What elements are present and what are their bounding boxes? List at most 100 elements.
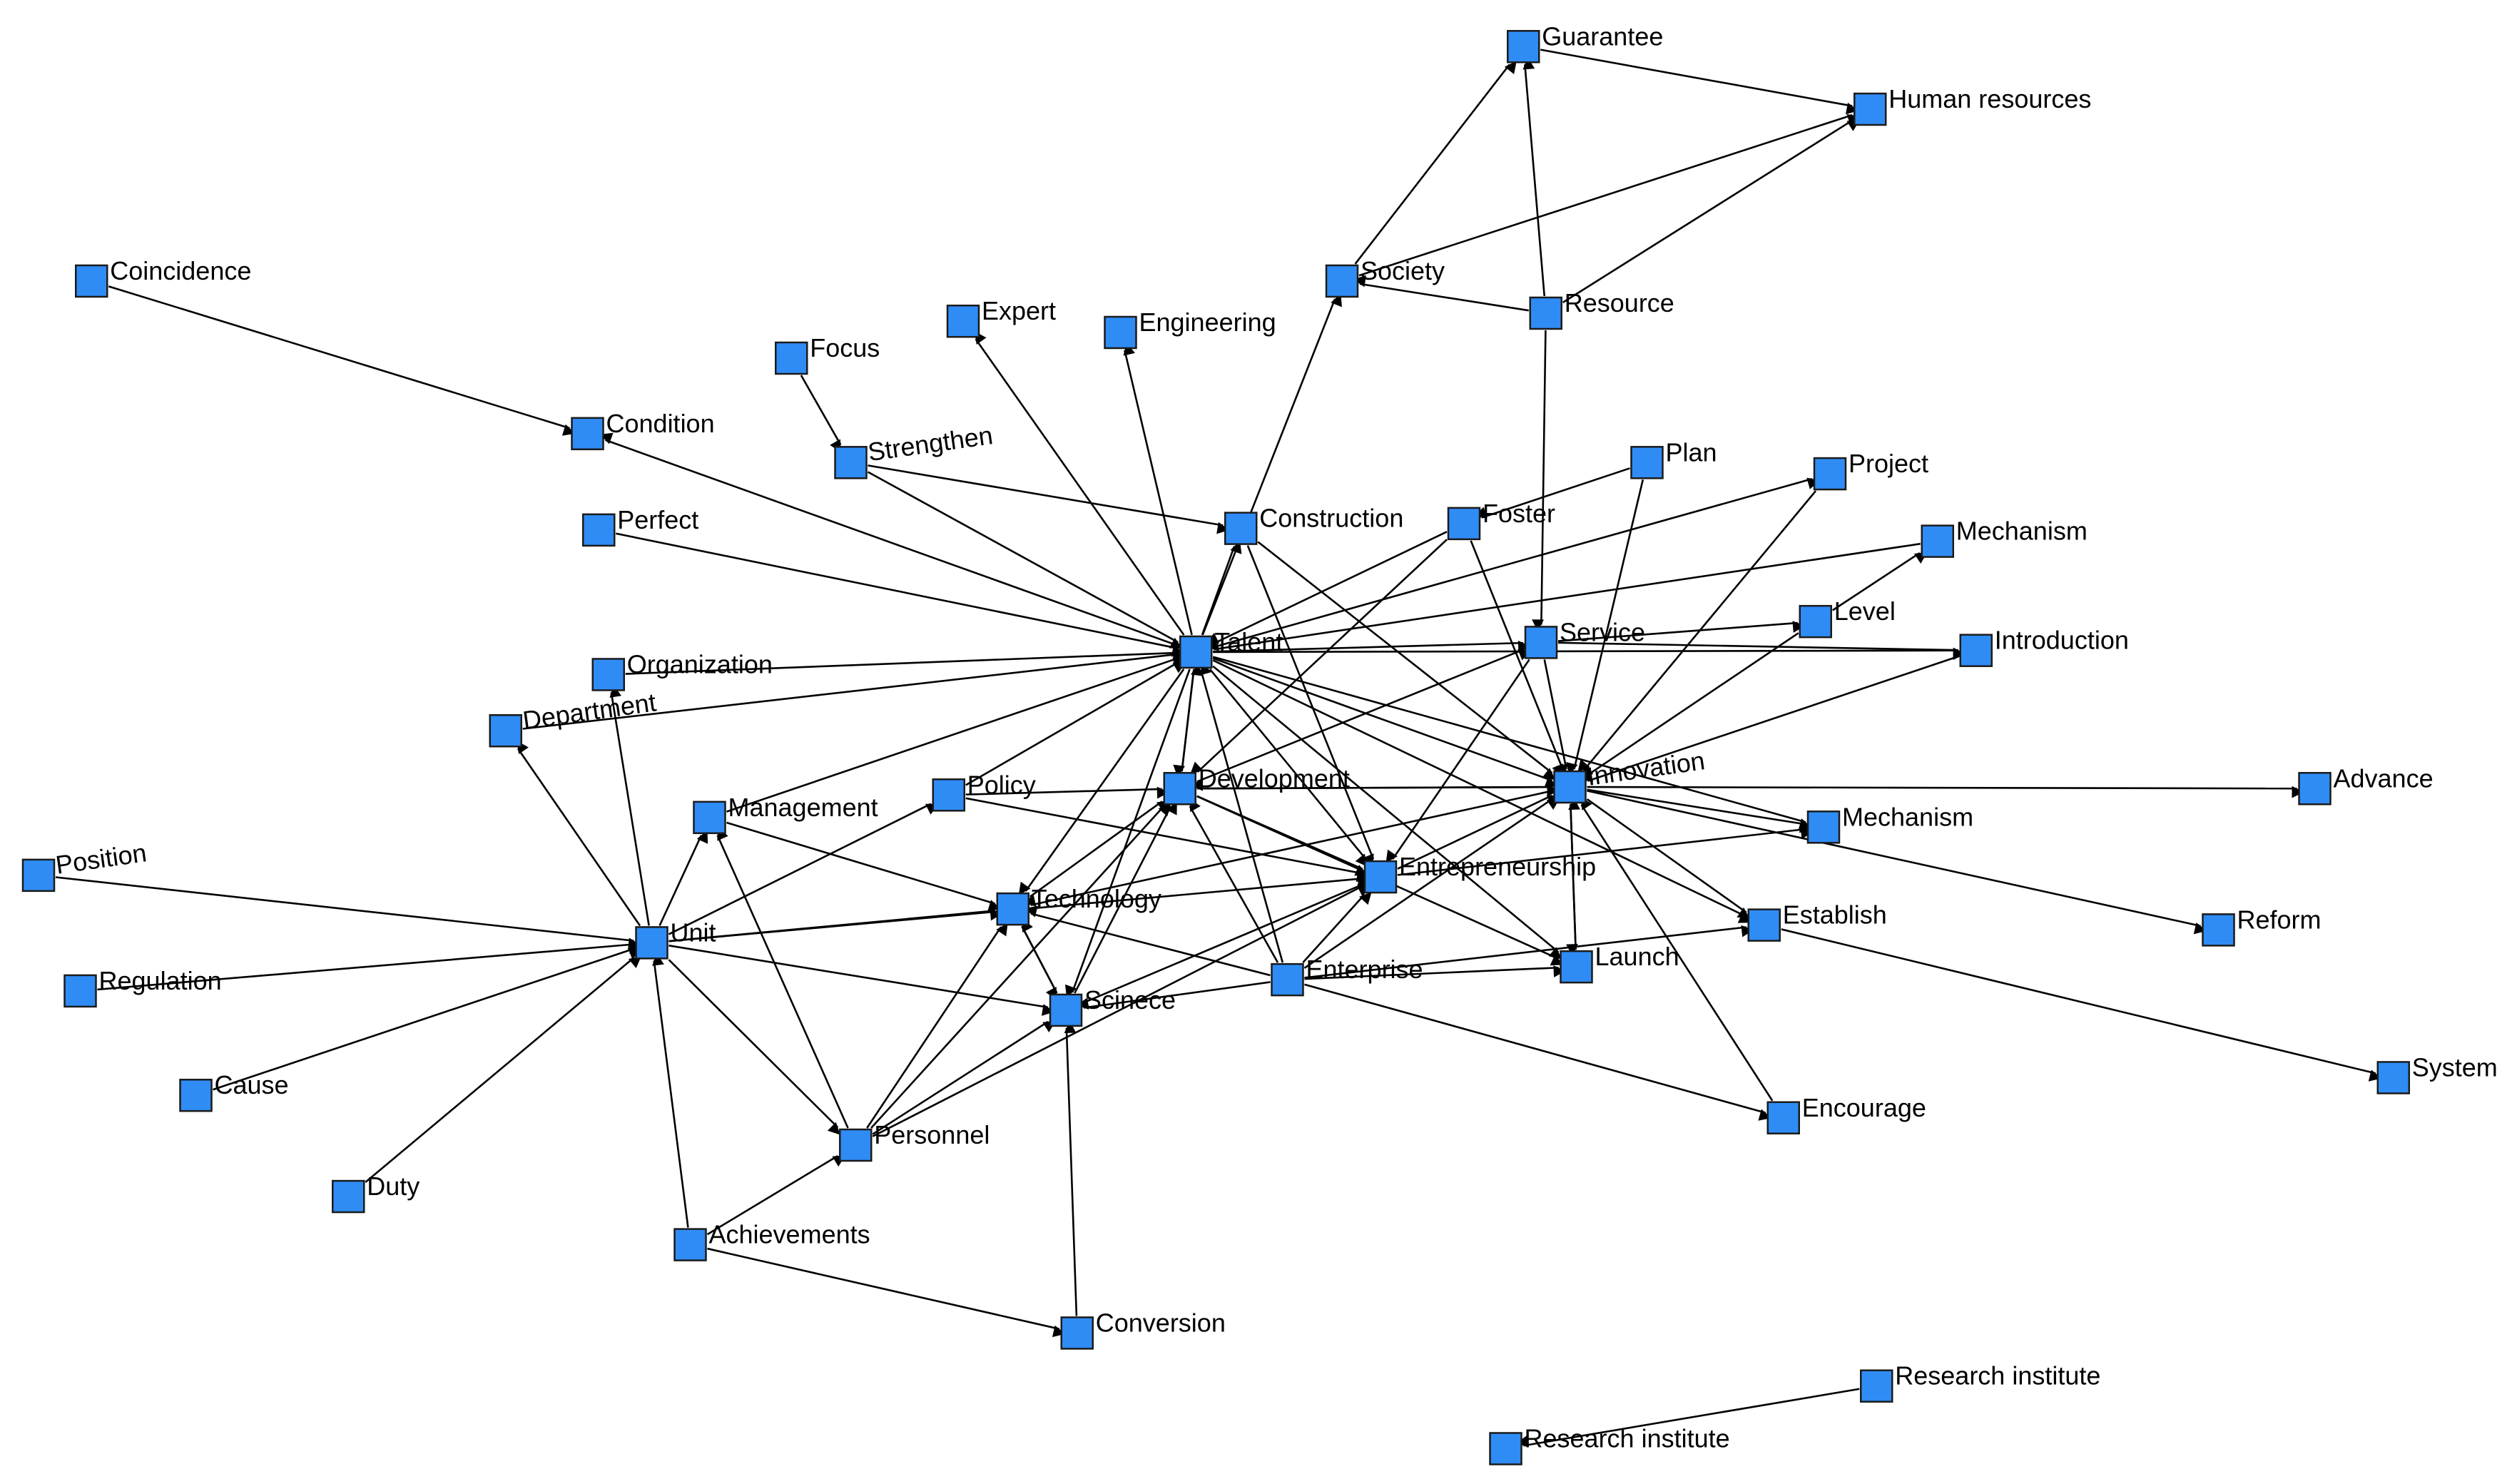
node-box[interactable] (1529, 296, 1562, 330)
node-box[interactable] (21, 858, 56, 893)
node-enterprise[interactable]: Enterprise (1271, 955, 1423, 997)
node-label: Duty (367, 1172, 420, 1201)
node-box[interactable] (673, 1228, 707, 1261)
node-box[interactable] (1921, 524, 1954, 558)
node-service[interactable]: Service (1524, 617, 1645, 659)
node-position[interactable]: Position (21, 838, 148, 893)
node-engineering[interactable]: Engineering (1104, 308, 1276, 350)
node-introduction[interactable]: Introduction (1959, 626, 2129, 667)
node-strengthen[interactable]: Strengthen (834, 420, 995, 479)
node-personnel[interactable]: Personnel (839, 1120, 990, 1162)
node-department[interactable]: Department (489, 687, 658, 748)
node-box[interactable] (1049, 993, 1083, 1027)
node-management[interactable]: Management (693, 793, 878, 835)
edge-unit-to-policy (668, 803, 939, 935)
node-mechanism-top[interactable]: Mechanism (1921, 517, 2088, 558)
node-box[interactable] (1224, 512, 1258, 545)
node-box[interactable] (1489, 1432, 1522, 1465)
node-box[interactable] (1363, 860, 1398, 894)
node-mechanism-mid[interactable]: Mechanism (1806, 802, 1973, 844)
node-box[interactable] (1325, 264, 1359, 298)
node-conversion[interactable]: Conversion (1060, 1308, 1226, 1350)
node-reform[interactable]: Reform (2202, 905, 2322, 947)
node-entrepreneurship[interactable]: Entrepreneurship (1363, 852, 1596, 894)
node-box[interactable] (1060, 1316, 1094, 1350)
node-box[interactable] (1959, 634, 1993, 667)
node-box[interactable] (1799, 604, 1832, 639)
node-box[interactable] (63, 974, 97, 1008)
node-policy[interactable]: Policy (932, 770, 1036, 812)
node-box[interactable] (635, 926, 668, 960)
node-box[interactable] (1271, 962, 1304, 997)
node-box[interactable] (1766, 1101, 1800, 1135)
node-box[interactable] (1560, 950, 1593, 984)
node-box[interactable] (996, 892, 1029, 926)
node-research-institute-2[interactable]: Research institute (1489, 1423, 1730, 1465)
node-technology[interactable]: Technology (996, 884, 1161, 926)
node-project[interactable]: Project (1813, 449, 1928, 491)
node-box[interactable] (489, 713, 522, 748)
node-expert[interactable]: Expert (946, 296, 1056, 338)
node-box[interactable] (2298, 772, 2332, 805)
node-research-institute-1[interactable]: Research institute (1860, 1361, 2100, 1403)
node-label: Condition (606, 409, 715, 438)
node-box[interactable] (946, 304, 980, 338)
node-development[interactable]: Development (1163, 763, 1350, 805)
node-perfect[interactable]: Perfect (582, 505, 698, 547)
node-box[interactable] (1163, 772, 1196, 805)
node-resource[interactable]: Resource (1529, 288, 1674, 330)
edge-resource-to-human_resources (1562, 119, 1861, 303)
node-box[interactable] (775, 341, 808, 375)
node-advance[interactable]: Advance (2298, 763, 2434, 805)
node-box[interactable] (1630, 446, 1664, 479)
node-box[interactable] (693, 801, 726, 835)
node-box[interactable] (1524, 626, 1558, 659)
node-box[interactable] (2376, 1061, 2410, 1094)
node-box[interactable] (2202, 913, 2235, 947)
node-box[interactable] (332, 1179, 365, 1214)
node-focus[interactable]: Focus (775, 333, 880, 375)
node-duty[interactable]: Duty (332, 1172, 420, 1214)
node-talent[interactable]: Talent (1179, 627, 1283, 669)
node-box[interactable] (179, 1078, 213, 1112)
node-box[interactable] (932, 778, 965, 812)
node-condition[interactable]: Condition (571, 409, 715, 451)
node-box[interactable] (1806, 810, 1841, 844)
node-plan[interactable]: Plan (1630, 437, 1717, 479)
node-organization[interactable]: Organization (591, 649, 773, 691)
node-box[interactable] (591, 658, 625, 691)
node-construction[interactable]: Construction (1224, 504, 1403, 545)
node-system[interactable]: System (2376, 1052, 2498, 1094)
node-box[interactable] (75, 264, 108, 298)
node-human-resources[interactable]: Human resources (1854, 84, 2091, 126)
node-box[interactable] (1747, 908, 1781, 942)
node-achievements[interactable]: Achievements (673, 1220, 870, 1261)
node-guarantee[interactable]: Guarantee (1507, 21, 1663, 63)
node-coincidence[interactable]: Coincidence (75, 256, 251, 298)
node-box[interactable] (582, 513, 616, 547)
edge-guarantee-to-human_resources (1540, 49, 1859, 115)
node-label: Focus (810, 333, 880, 362)
node-society[interactable]: Society (1325, 256, 1445, 298)
node-box[interactable] (1813, 457, 1847, 491)
node-cause[interactable]: Cause (179, 1070, 289, 1112)
node-unit[interactable]: Unit (635, 918, 716, 960)
node-box[interactable] (1447, 507, 1481, 541)
node-launch[interactable]: Launch (1560, 942, 1679, 984)
node-box[interactable] (1854, 92, 1887, 126)
edge-unit-to-organization (609, 684, 650, 926)
node-box[interactable] (1507, 30, 1540, 63)
node-encourage[interactable]: Encourage (1766, 1093, 1926, 1135)
node-establish[interactable]: Establish (1747, 900, 1887, 942)
node-foster[interactable]: Foster (1447, 499, 1555, 541)
node-box[interactable] (839, 1128, 873, 1162)
node-regulation[interactable]: Regulation (63, 966, 222, 1008)
node-box[interactable] (1179, 635, 1213, 669)
node-level[interactable]: Level (1799, 596, 1896, 639)
node-box[interactable] (1553, 770, 1587, 804)
node-box[interactable] (834, 446, 868, 479)
node-box[interactable] (1104, 315, 1137, 350)
node-scinece[interactable]: Scinece (1049, 985, 1176, 1027)
node-box[interactable] (1860, 1369, 1893, 1403)
node-box[interactable] (571, 417, 604, 451)
